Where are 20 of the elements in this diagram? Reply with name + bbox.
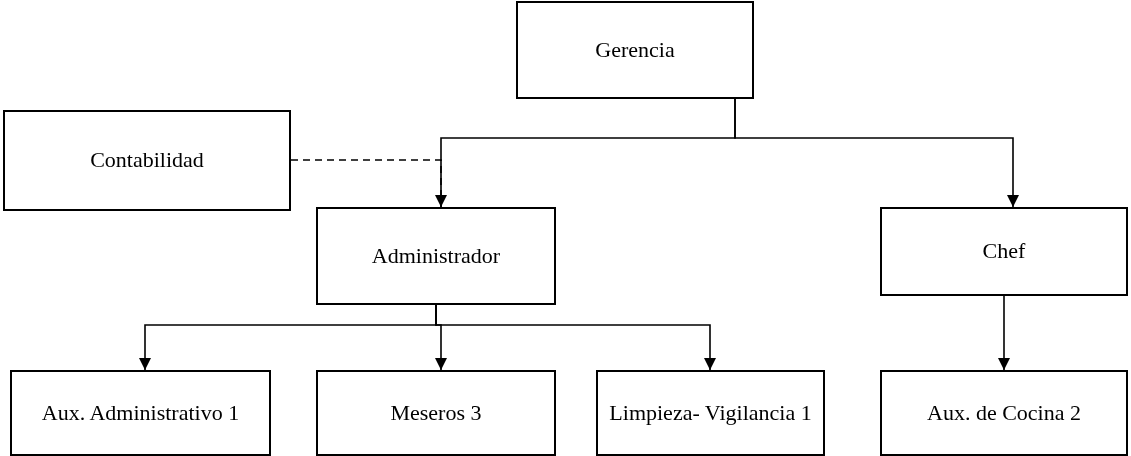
org-box [596, 370, 825, 456]
box-label: Contabilidad [90, 147, 204, 174]
arrow [734, 98, 1019, 208]
arrow [998, 295, 1010, 371]
dashed-connector [290, 159, 442, 208]
org-box [3, 110, 291, 211]
org-box [316, 370, 556, 456]
box-label: Aux. Administrativo 1 [41, 399, 240, 427]
org-box [516, 1, 754, 99]
box-label: Limpieza- Vigilancia 1 [609, 399, 812, 427]
org-box [880, 370, 1128, 456]
box-label: Gerencia [595, 36, 675, 64]
org-box [10, 370, 271, 456]
org-box [880, 207, 1128, 296]
arrow [435, 304, 716, 371]
box-label: Chef [982, 238, 1026, 265]
box-label: Aux. de Cocina 2 [927, 399, 1081, 427]
box-label: Meseros 3 [390, 399, 482, 427]
org-box [316, 207, 556, 305]
box-label: Administrador [371, 242, 501, 270]
